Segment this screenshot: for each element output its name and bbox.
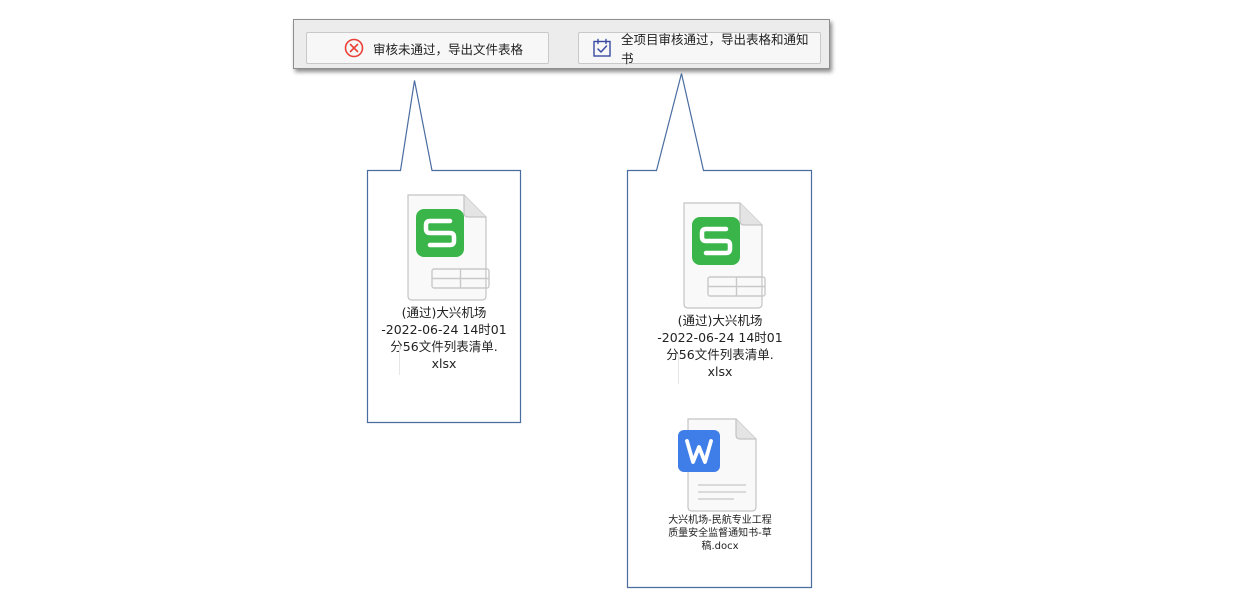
right-document-filename: 大兴机场-民航专业工程 质量安全监督通知书-草 稿.docx: [668, 515, 772, 552]
reject-export-label: 审核未通过，导出文件表格: [373, 41, 524, 57]
left-spreadsheet-filename: (通过)大兴机场 -2022-06-24 14时01 分56文件列表清单. xl…: [381, 305, 507, 371]
export-toolbar: 审核未通过，导出文件表格 全项目审核通过，导出表格和通知书: [293, 19, 830, 69]
close-circle-icon: [343, 37, 365, 59]
calendar-check-icon: [591, 37, 613, 59]
reject-export-button[interactable]: 审核未通过，导出文件表格: [306, 32, 549, 64]
spreadsheet-file-icon: [683, 202, 766, 309]
selection-line: [399, 345, 400, 375]
spreadsheet-file-icon: [407, 194, 490, 301]
right-document-file[interactable]: 大兴机场-民航专业工程 质量安全监督通知书-草 稿.docx: [631, 416, 809, 553]
document-file-icon: [678, 418, 757, 512]
right-callout-outline: [626, 73, 813, 589]
right-spreadsheet-file[interactable]: (通过)大兴机场 -2022-06-24 14时01 分56文件列表清单. xl…: [631, 200, 809, 380]
left-spreadsheet-file[interactable]: (通过)大兴机场 -2022-06-24 14时01 分56文件列表清单. xl…: [370, 192, 518, 372]
right-spreadsheet-filename: (通过)大兴机场 -2022-06-24 14时01 分56文件列表清单. xl…: [657, 313, 783, 379]
selection-line: [678, 354, 679, 384]
approve-export-label: 全项目审核通过，导出表格和通知书: [621, 32, 809, 66]
approve-export-button[interactable]: 全项目审核通过，导出表格和通知书: [578, 32, 821, 66]
